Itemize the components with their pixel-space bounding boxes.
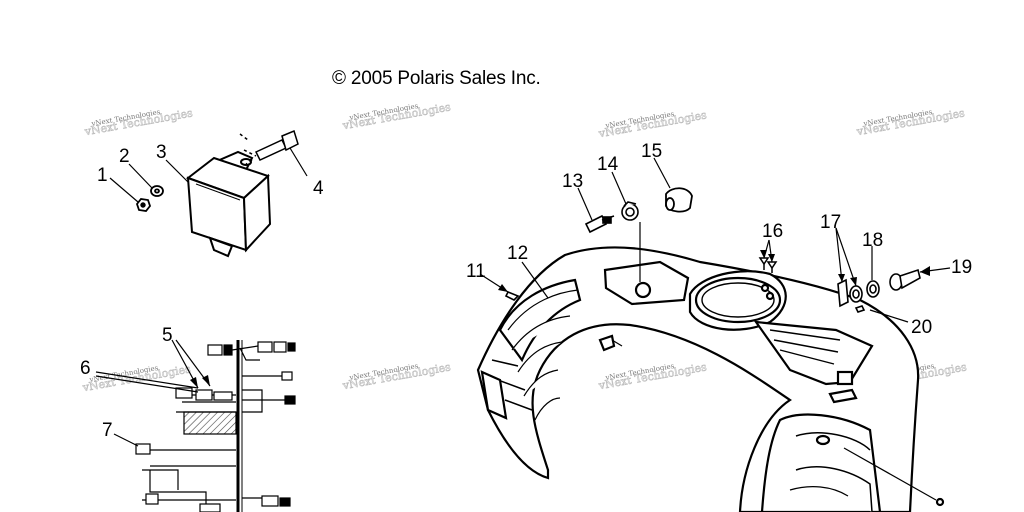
callout-17: 17 — [820, 212, 841, 233]
nut-part-1 — [135, 198, 152, 212]
callout-3: 3 — [156, 142, 167, 163]
callout-19: 19 — [951, 257, 972, 278]
pin-part-20 — [854, 305, 866, 313]
arrowheads — [190, 250, 930, 388]
callout-11: 11 — [466, 261, 486, 282]
callout-16: 16 — [762, 221, 783, 242]
bolt-part-19 — [889, 268, 921, 291]
screw-part-11 — [504, 290, 520, 301]
cap-part-15 — [665, 187, 693, 213]
callout-14: 14 — [597, 154, 619, 175]
bolt-part-4 — [239, 129, 299, 165]
callout-1: 1 — [97, 165, 108, 186]
callout-12: 12 — [507, 243, 528, 264]
callout-20: 20 — [911, 317, 932, 338]
callout-labels: 1 2 3 4 5 6 7 11 12 13 14 15 16 17 18 19… — [80, 141, 972, 441]
key-part-13 — [584, 214, 615, 234]
washer-part-18 — [866, 280, 880, 298]
dash-panel-part-12 — [476, 246, 945, 512]
callout-6: 6 — [80, 358, 91, 379]
push-pins-part-16 — [758, 257, 778, 273]
lever-part-17 — [837, 278, 863, 308]
module-part-3 — [185, 150, 272, 258]
callout-7: 7 — [102, 420, 113, 441]
callout-13: 13 — [562, 171, 583, 192]
copyright-notice: © 2005 Polaris Sales Inc. — [332, 68, 541, 89]
callout-2: 2 — [119, 146, 130, 167]
callout-15: 15 — [641, 141, 662, 162]
switch-part-14 — [621, 201, 639, 221]
wiring-harness-part-5 — [135, 340, 296, 512]
callout-5: 5 — [162, 325, 173, 346]
washer-part-2 — [150, 185, 164, 197]
callout-4: 4 — [313, 178, 324, 199]
callout-18: 18 — [862, 230, 883, 251]
wire-part-6 — [95, 371, 199, 393]
